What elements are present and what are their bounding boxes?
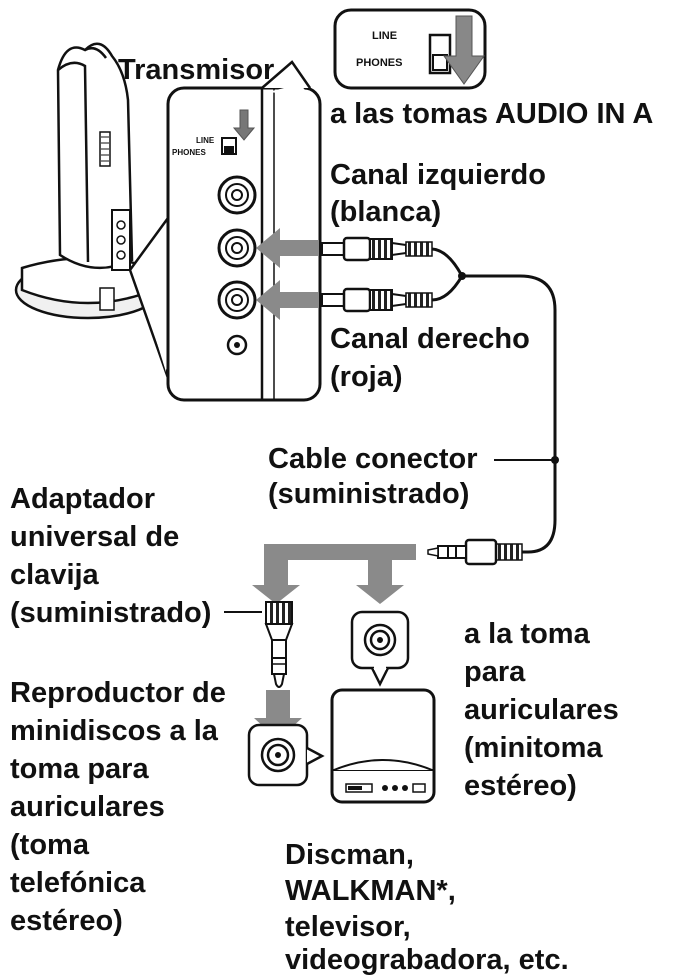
switch-line-label: LINE bbox=[372, 30, 398, 42]
panel-line-label: LINE bbox=[196, 136, 215, 145]
adapter-label-4: (suministrado) bbox=[10, 597, 212, 629]
switch-phones-label: PHONES bbox=[356, 57, 403, 69]
switch-zoom-bubble bbox=[261, 8, 487, 96]
devices-label-4: videograbadora, etc. bbox=[285, 944, 569, 976]
devices-label-2: WALKMAN*, bbox=[285, 875, 456, 907]
adapter-label-2: universal de bbox=[10, 521, 180, 553]
adapter-label-3: clavija bbox=[10, 559, 99, 591]
to-audio-in-label: a las tomas AUDIO IN A bbox=[330, 98, 654, 130]
jack-arrows bbox=[256, 228, 318, 320]
md-player-label-1: Reproductor de bbox=[10, 677, 226, 709]
md-player-jack bbox=[247, 723, 325, 787]
adapter-label-1: Adaptador bbox=[10, 483, 155, 515]
md-player-label-5: (toma bbox=[10, 829, 89, 861]
headphone-jack-label-1: a la toma bbox=[464, 618, 590, 650]
headphone-jack-label-2: para bbox=[464, 656, 526, 688]
md-player-label-3: toma para bbox=[10, 753, 149, 785]
headphone-jack-label-3: auriculares bbox=[464, 694, 619, 726]
devices-label-1: Discman, bbox=[285, 839, 414, 871]
transmitter-panel-zoom bbox=[166, 86, 322, 402]
headphone-jack-label-5: estéreo) bbox=[464, 770, 577, 802]
cable-supplied-label: (suministrado) bbox=[268, 478, 470, 510]
cable-label: Cable conector bbox=[268, 443, 478, 475]
right-channel-label: Canal derecho bbox=[330, 323, 530, 355]
rca-plug-right bbox=[321, 287, 433, 313]
discman-illustration bbox=[330, 688, 436, 804]
right-channel-color: (roja) bbox=[330, 361, 403, 393]
adapter-plug bbox=[224, 601, 294, 688]
rca-plug-left bbox=[321, 236, 433, 262]
md-player-label-4: auriculares bbox=[10, 791, 165, 823]
mini-plug bbox=[427, 538, 523, 566]
md-player-label-6: telefónica bbox=[10, 867, 146, 899]
connecting-cable bbox=[431, 247, 559, 554]
panel-phones-label: PHONES bbox=[172, 148, 206, 157]
transmitter-label: Transmisor bbox=[118, 54, 275, 86]
headphone-jack-label-4: (minitoma bbox=[464, 732, 603, 764]
zoom-callout bbox=[128, 214, 170, 379]
md-player-label-2: minidiscos a la bbox=[10, 715, 218, 747]
left-channel-color: (blanca) bbox=[330, 196, 442, 228]
md-player-label-7: estéreo) bbox=[10, 905, 123, 937]
left-channel-label: Canal izquierdo bbox=[330, 159, 546, 191]
discman-jack bbox=[350, 610, 410, 687]
devices-label-3: televisor, bbox=[285, 911, 411, 943]
